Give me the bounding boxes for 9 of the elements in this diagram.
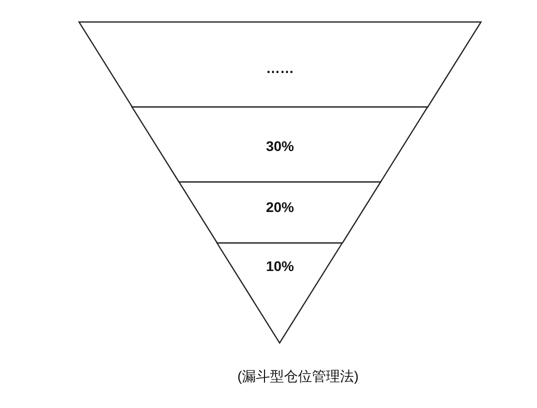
funnel-section (79, 22, 481, 107)
funnel-section (179, 182, 381, 243)
funnel-section (217, 243, 343, 343)
band-label: 10% (266, 258, 294, 274)
funnel-section (132, 107, 428, 182)
band-label: …… (266, 60, 294, 76)
caption: (漏斗型仓位管理法) (237, 367, 359, 385)
band-label: 30% (266, 138, 294, 154)
band-label: 20% (266, 199, 294, 215)
